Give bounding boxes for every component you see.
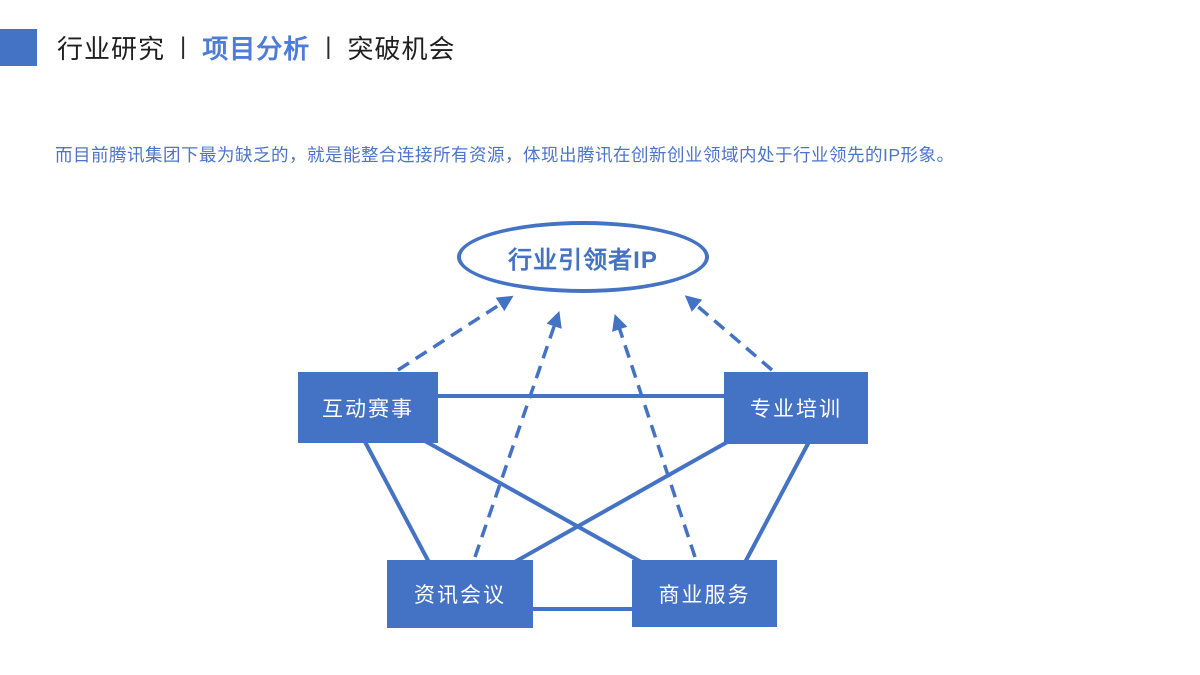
node-interactive-events: 互动赛事	[298, 372, 438, 443]
node-label: 专业培训	[750, 398, 842, 421]
node-label: 互动赛事	[322, 397, 414, 421]
edge-training-services	[740, 437, 813, 569]
header-separator: |	[325, 32, 333, 60]
center-node-label: 行业引领者IP	[508, 246, 658, 274]
arrow-training-to-ip	[684, 295, 774, 372]
edge-training-conference	[503, 434, 739, 570]
intro-paragraph: 而目前腾讯集团下最为缺乏的，就是能整合连接所有资源，体现出腾讯在创新创业领域内处…	[55, 145, 955, 165]
header-item-industry-research: 行业研究	[57, 34, 166, 64]
edge-events-services	[415, 434, 653, 570]
arrow-conference-to-ip	[473, 311, 562, 558]
node-label: 资讯会议	[414, 584, 506, 607]
header-item-breakthrough-opportunity: 突破机会	[347, 34, 456, 64]
header-separator: |	[180, 32, 188, 60]
node-info-conference: 资讯会议	[387, 560, 533, 628]
arrow-events-to-ip	[397, 295, 514, 372]
header-accent-square	[0, 29, 37, 66]
node-label: 商业服务	[658, 583, 751, 607]
node-professional-training: 专业培训	[724, 372, 868, 444]
header-item-project-analysis: 项目分析	[202, 34, 311, 64]
arrow-services-to-ip	[612, 314, 697, 558]
center-node-industry-leader-ip: 行业引领者IP	[457, 221, 709, 293]
edge-events-conference	[361, 437, 434, 569]
slide-header: 行业研究 | 项目分析 | 突破机会	[0, 29, 456, 66]
header-breadcrumb: 行业研究 | 项目分析 | 突破机会	[57, 29, 456, 66]
node-business-services: 商业服务	[632, 560, 777, 627]
